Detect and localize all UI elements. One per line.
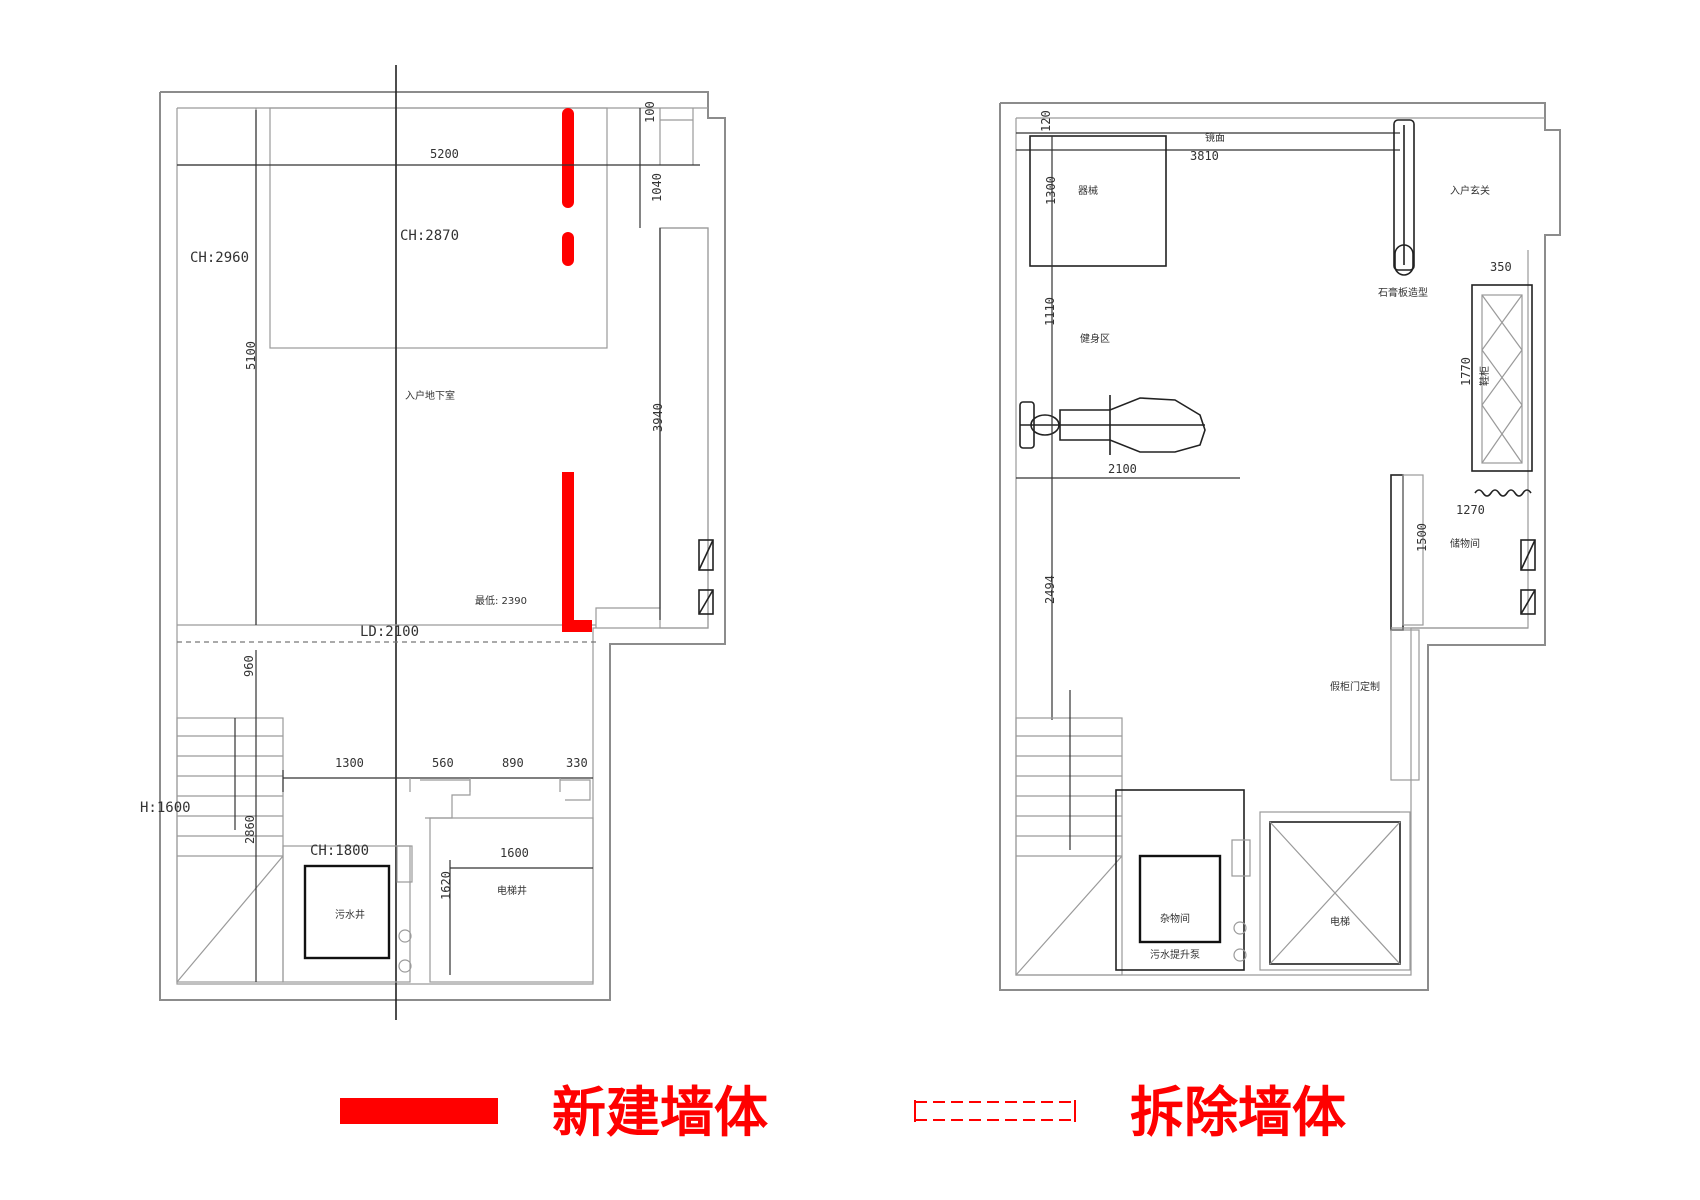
ceiling-height-label: CH:1800 <box>310 843 369 859</box>
dim-label: 1500 <box>1415 523 1429 552</box>
legend-demolish-wall-label: 拆除墙体 <box>1130 1081 1346 1144</box>
dim-label: 120 <box>1039 110 1053 132</box>
ceiling-box <box>269 107 608 349</box>
dim-label: 1620 <box>439 871 453 900</box>
level-label: LD:2100 <box>360 624 419 640</box>
stairs <box>176 650 284 983</box>
left-floor-plan <box>159 65 726 1020</box>
ceiling-height-label: CH:2960 <box>190 250 249 266</box>
room-label: 储物间 <box>1450 537 1480 550</box>
gypsum-label: 石膏板造型 <box>1378 286 1428 299</box>
dim-label: 1110 <box>1043 297 1057 326</box>
legend-new-wall-label: 新建墙体 <box>552 1081 768 1144</box>
stair-height-label: H:1600 <box>140 800 191 816</box>
ceiling-height-label: CH:2870 <box>400 228 459 244</box>
right-floor-plan <box>999 102 1561 991</box>
dim-label: 560 <box>432 756 454 770</box>
dim-label: 5200 <box>430 147 459 161</box>
new-wall-segment <box>562 472 574 632</box>
dim-label: 960 <box>242 655 256 677</box>
dim-label: 100 <box>643 101 657 123</box>
left-outer-wall <box>159 91 726 1001</box>
dim-label: 2494 <box>1043 575 1057 604</box>
dim-label: 3810 <box>1190 149 1219 163</box>
shoe-cabinet-label: 鞋柜 <box>1478 366 1491 386</box>
demolish-wall-swatch <box>914 1100 1076 1122</box>
equipment-area <box>1029 135 1167 267</box>
right-plan-labels: 镜面 3810 120 器械 1300 入户玄关 石膏板造型 350 1110 … <box>1039 110 1512 961</box>
dim-label: 1040 <box>650 173 664 202</box>
dim-label: 350 <box>1490 260 1512 274</box>
exercise-machine <box>1019 395 1206 455</box>
room-label: 入户玄关 <box>1450 184 1490 197</box>
fake-cabinet-door <box>1390 629 1420 781</box>
left-plan-labels: 5200 100 1040 CH:2960 CH:2870 5100 入户地下室… <box>140 101 665 921</box>
sewage-pump-label: 污水提升泵 <box>1150 949 1200 961</box>
room-label: 健身区 <box>1080 332 1110 345</box>
legend: 新建墙体 拆除墙体 <box>340 1081 1346 1144</box>
mirror-label: 镜面 <box>1205 131 1225 144</box>
new-wall-segment <box>562 108 574 208</box>
dim-label: 1300 <box>335 756 364 770</box>
stairs <box>1015 690 1123 976</box>
dim-label: 1300 <box>1044 176 1058 205</box>
dim-label: 2860 <box>243 815 257 844</box>
elevator-shaft-wall <box>420 779 471 819</box>
room-label: 污水井 <box>335 908 365 921</box>
dim-label: 5100 <box>244 341 258 370</box>
dim-label: 2100 <box>1108 462 1137 476</box>
room-label: 电梯井 <box>497 884 527 897</box>
elevator <box>1259 811 1411 971</box>
room-label: 入户地下室 <box>405 389 455 402</box>
gypsum-partition <box>1393 119 1415 276</box>
dim-label: 1600 <box>500 846 529 860</box>
dim-label: 3940 <box>651 403 665 432</box>
shoe-cabinet <box>1471 284 1533 497</box>
new-wall-segment <box>562 232 574 266</box>
right-outer-wall <box>999 102 1561 991</box>
new-wall-swatch <box>340 1098 498 1124</box>
fake-cabinet-door-label: 假柜门定制 <box>1330 680 1380 693</box>
room-label: 杂物间 <box>1160 912 1190 925</box>
utility-room <box>1115 789 1245 971</box>
sewage-well <box>303 864 391 960</box>
storage-wall <box>1390 474 1404 631</box>
room-label: 器械 <box>1078 184 1098 197</box>
lowest-height-label: 最低: 2390 <box>475 594 527 607</box>
dim-label: 1270 <box>1456 503 1485 517</box>
dim-label: 330 <box>566 756 588 770</box>
dim-label: 1770 <box>1459 357 1473 386</box>
dim-label: 890 <box>502 756 524 770</box>
room-label: 电梯 <box>1330 915 1350 928</box>
new-wall-segment <box>562 620 592 632</box>
